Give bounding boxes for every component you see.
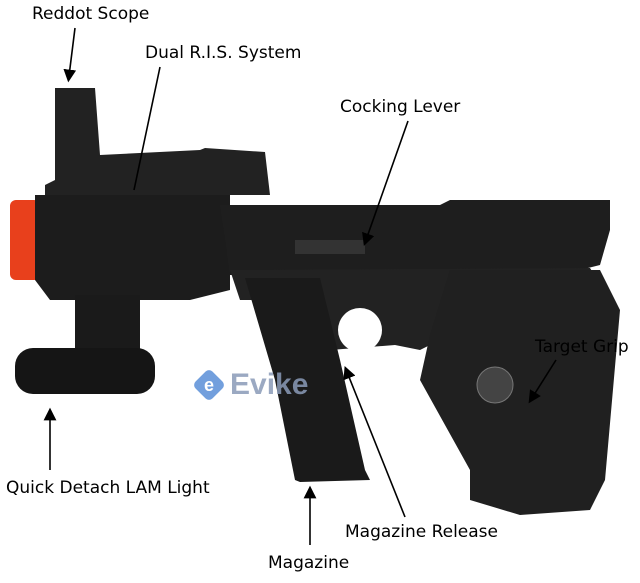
svg-text:e: e xyxy=(204,375,214,395)
watermark-text: Evike xyxy=(230,368,309,401)
label-dual-ris: Dual R.I.S. System xyxy=(145,43,302,63)
pointer-magazine-release xyxy=(343,366,406,518)
label-lam-light: Quick Detach LAM Light xyxy=(6,478,210,498)
label-target-grip: Target Grip xyxy=(535,337,629,357)
pointer-target-grip xyxy=(528,359,557,404)
pointer-reddot-scope xyxy=(63,27,77,83)
label-magazine: Magazine xyxy=(268,553,350,573)
ris-body xyxy=(35,195,230,300)
magazine-part xyxy=(245,278,370,482)
lam-mount xyxy=(75,295,140,350)
target-grip xyxy=(420,270,620,515)
evike-watermark: e Evike xyxy=(192,368,308,402)
reddot-scope xyxy=(45,88,270,195)
label-cocking-lever: Cocking Lever xyxy=(340,97,461,117)
cocking-lever xyxy=(295,240,365,254)
label-reddot-scope: Reddot Scope xyxy=(32,4,150,24)
pointer-cocking-lever xyxy=(362,120,409,247)
pointer-dual-ris xyxy=(133,66,161,191)
label-magazine-release: Magazine Release xyxy=(345,522,498,542)
slide xyxy=(220,200,610,275)
evike-logo-icon: e xyxy=(194,370,224,400)
lam-light xyxy=(15,348,155,394)
orange-tip xyxy=(10,200,40,280)
